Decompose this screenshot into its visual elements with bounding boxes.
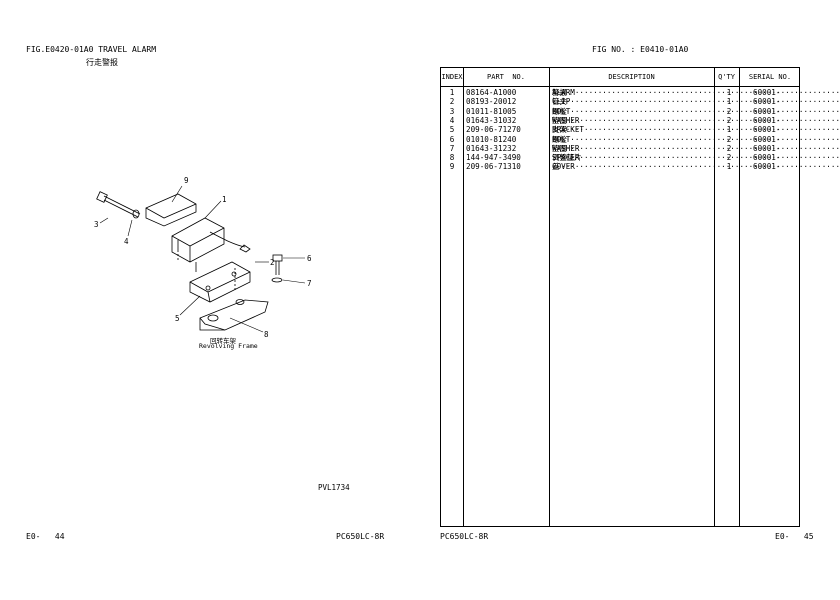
table-row: 1 08164-A1000 ALARM·······················…: [441, 88, 840, 97]
row-desc-cn: 垫圈: [552, 115, 567, 125]
header-description: DESCRIPTION: [608, 73, 655, 81]
row-serial: 60001-: [753, 88, 781, 97]
exploded-parts-drawing: 9 1 3 4 2 6 7 5 8: [94, 176, 312, 339]
row-leader-dots: ········································…: [552, 162, 840, 172]
row-part-no: 209-06-71310: [466, 162, 521, 172]
callout-2: 2: [270, 258, 275, 267]
callout-4: 4: [124, 237, 129, 246]
row-leader-dots: ········································…: [552, 88, 840, 97]
row-desc-cn: 螺栓: [552, 106, 567, 116]
row-qty: 1: [726, 88, 732, 97]
callout-1: 1: [222, 195, 227, 204]
row-desc-en: ALARM: [552, 88, 575, 97]
row-qty: 2: [726, 134, 732, 144]
parts-table: INDEX PART NO. DESCRIPTION Q'TY SERIAL N…: [440, 67, 840, 527]
table-row: 7 01643-31232 WASHER······················…: [441, 143, 840, 153]
row-index: 7: [449, 143, 455, 153]
row-qty: 1: [726, 97, 732, 107]
callout-3: 3: [94, 220, 99, 229]
figure-title-cn: 行走警报: [86, 58, 118, 67]
left-page-number: E0- 44: [26, 532, 65, 541]
table-row: 2 08193-20012 CLIP························…: [441, 97, 840, 107]
frame-label-cn: 回转车架: [210, 337, 236, 345]
row-serial: 60001-: [753, 115, 781, 125]
row-desc-en: COVER: [552, 162, 575, 172]
row-index: 6: [449, 134, 455, 144]
right-model: PC650LC-8R: [440, 532, 489, 541]
row-desc-cn: 支架: [552, 125, 567, 135]
row-part-no: 209-06-71270: [466, 125, 521, 135]
row-leader-dots: ········································…: [552, 115, 840, 125]
table-row: 4 01643-31032 WASHER······················…: [441, 115, 840, 125]
header-qty: Q'TY: [718, 73, 735, 81]
row-qty: 1: [726, 125, 732, 135]
row-desc-en: BOLT: [552, 106, 571, 116]
row-qty: 2: [726, 153, 732, 163]
row-part-no: 144-947-3490: [466, 153, 521, 163]
row-leader-dots: ········································…: [552, 143, 840, 153]
row-leader-dots: ········································…: [552, 134, 840, 144]
table-row: 8 144-947-3490 SPACER·····················…: [441, 153, 840, 163]
row-serial: 60001-: [753, 125, 781, 135]
table-row: 3 01011-81005 BOLT························…: [441, 106, 840, 116]
row-serial: 60001-: [753, 97, 781, 107]
row-desc-cn: 警报: [552, 88, 567, 97]
fig-number: FIG NO. : E0410-01A0: [592, 45, 689, 54]
row-part-no: 08164-A1000: [466, 88, 517, 97]
row-leader-dots: ········································…: [552, 106, 840, 116]
row-desc-en: SPACER: [552, 153, 580, 163]
row-desc-cn: 螺栓: [552, 134, 567, 144]
row-index: 4: [449, 115, 455, 125]
row-desc-en: BRACKET: [552, 125, 585, 135]
table-row: 9 209-06-71310 COVER······················…: [441, 162, 840, 172]
header-part-no: PART NO.: [487, 73, 525, 81]
row-index: 9: [449, 162, 455, 172]
row-part-no: 01643-31032: [466, 115, 517, 125]
table-row: 6 01010-81240 BOLT························…: [441, 134, 840, 144]
callout-6: 6: [307, 254, 312, 263]
row-index: 8: [449, 153, 455, 163]
row-serial: 60001-: [753, 106, 781, 116]
row-leader-dots: ········································…: [552, 97, 840, 107]
header-index: INDEX: [441, 73, 463, 81]
row-index: 5: [449, 125, 455, 135]
left-model: PC650LC-8R: [336, 532, 385, 541]
row-part-no: 01643-31232: [466, 143, 517, 153]
row-serial: 60001-: [753, 143, 781, 153]
row-desc-en: WASHER: [552, 143, 580, 153]
right-page-number: E0- 45: [775, 532, 814, 541]
row-serial: 60001-: [753, 153, 781, 163]
row-leader-dots: ········································…: [552, 153, 840, 163]
frame-label-en: Revolving Frame: [199, 342, 258, 350]
callout-8: 8: [264, 330, 269, 339]
row-index: 2: [449, 97, 455, 107]
row-serial: 60001-: [753, 134, 781, 144]
row-part-no: 08193-20012: [466, 97, 517, 107]
row-desc-en: WASHER: [552, 115, 580, 125]
row-desc-cn: 管夹: [552, 97, 567, 107]
row-part-no: 01011-81005: [466, 106, 517, 116]
row-qty: 2: [726, 143, 732, 153]
row-qty: 2: [726, 106, 732, 116]
callout-7: 7: [307, 279, 312, 288]
header-serial: SERIAL NO.: [748, 73, 792, 81]
drawing-code: PVL1734: [318, 483, 350, 492]
row-desc-cn: 垫圈: [552, 143, 567, 153]
row-part-no: 01010-81240: [466, 134, 517, 144]
row-index: 3: [449, 106, 455, 116]
row-serial: 60001-: [753, 162, 781, 172]
row-leader-dots: ········································…: [552, 125, 840, 135]
row-qty: 1: [726, 162, 732, 172]
figure-title: FIG.E0420-01A0 TRAVEL ALARM: [26, 45, 157, 54]
row-desc-cn: 盖: [552, 162, 560, 172]
callout-5: 5: [175, 314, 180, 323]
callout-9: 9: [184, 176, 189, 185]
row-qty: 2: [726, 115, 732, 125]
row-desc-en: BOLT: [552, 134, 571, 144]
row-desc-cn: 调整垫片: [552, 153, 582, 163]
table-row: 5 209-06-71270 BRACKET····················…: [441, 125, 840, 135]
row-index: 1: [449, 88, 455, 97]
row-desc-en: CLIP: [552, 97, 571, 107]
